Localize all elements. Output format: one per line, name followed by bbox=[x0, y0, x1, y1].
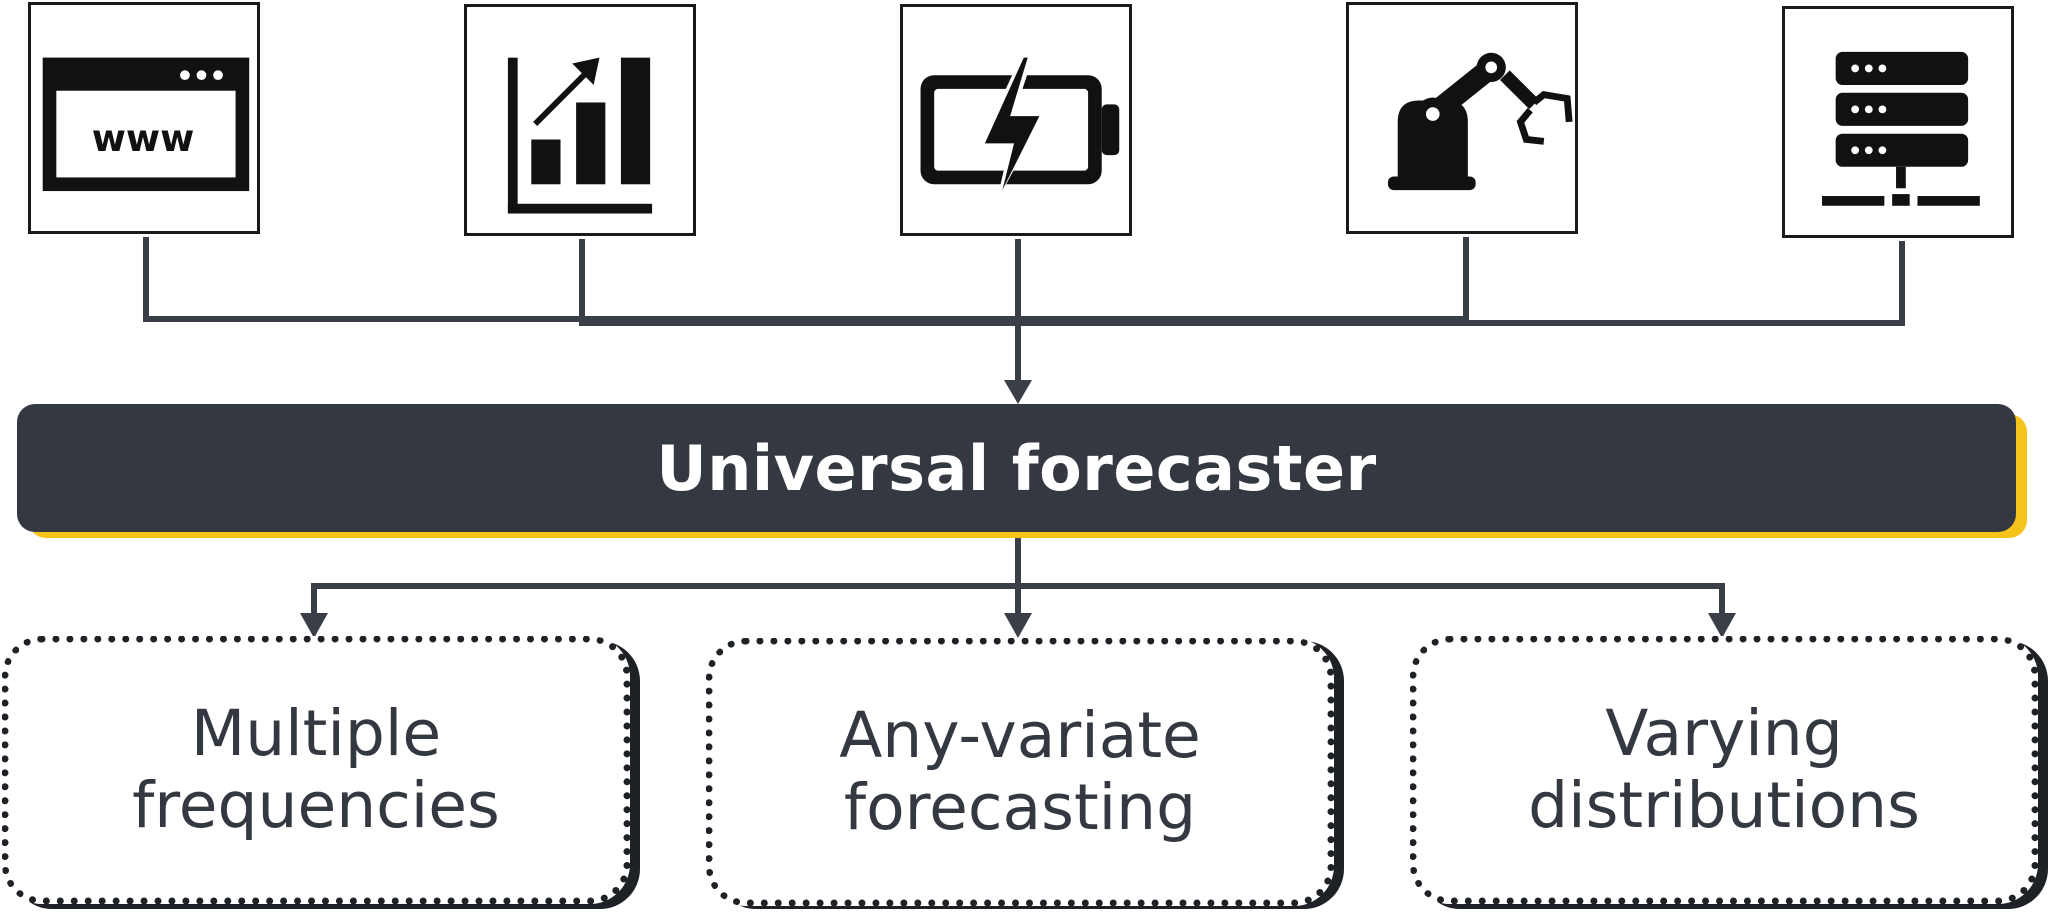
output-3-line1: Varying bbox=[1605, 697, 1843, 770]
robot-arm-icon bbox=[1387, 52, 1573, 191]
input-box-chart bbox=[464, 4, 696, 236]
connector-input-4 bbox=[1015, 237, 1469, 322]
output-1-line2: frequencies bbox=[132, 769, 500, 842]
battery-charging-icon bbox=[920, 49, 1120, 202]
input-box-robot bbox=[1346, 2, 1578, 234]
connector-out-branch bbox=[311, 583, 1725, 618]
arrow-output-1 bbox=[300, 613, 328, 638]
server-network-icon bbox=[1822, 51, 1980, 206]
connector-input-1 bbox=[143, 237, 1021, 322]
output-box-varying-distributions: Varying distributions bbox=[1410, 636, 2038, 904]
output-2-line1: Any-variate bbox=[839, 699, 1201, 772]
output-2-line2: forecasting bbox=[843, 771, 1197, 844]
input-box-web: www bbox=[28, 2, 260, 234]
connector-input-5 bbox=[579, 241, 1905, 326]
input-box-battery bbox=[900, 4, 1132, 236]
universal-forecaster-bar: Universal forecaster bbox=[17, 404, 2016, 532]
input-box-server bbox=[1782, 6, 2014, 238]
output-box-multiple-frequencies: Multiple frequencies bbox=[2, 636, 630, 904]
browser-www-icon: www bbox=[42, 57, 250, 192]
output-3-line2: distributions bbox=[1528, 769, 1920, 842]
bar-chart-growth-icon bbox=[507, 57, 653, 214]
arrow-into-forecaster bbox=[1004, 380, 1032, 404]
arrow-output-3 bbox=[1708, 613, 1736, 638]
output-box-any-variate: Any-variate forecasting bbox=[706, 638, 1334, 906]
forecaster-label: Universal forecaster bbox=[656, 431, 1377, 505]
arrow-output-2 bbox=[1004, 613, 1032, 638]
browser-www-label: www bbox=[92, 117, 195, 160]
output-1-line1: Multiple bbox=[190, 697, 442, 770]
